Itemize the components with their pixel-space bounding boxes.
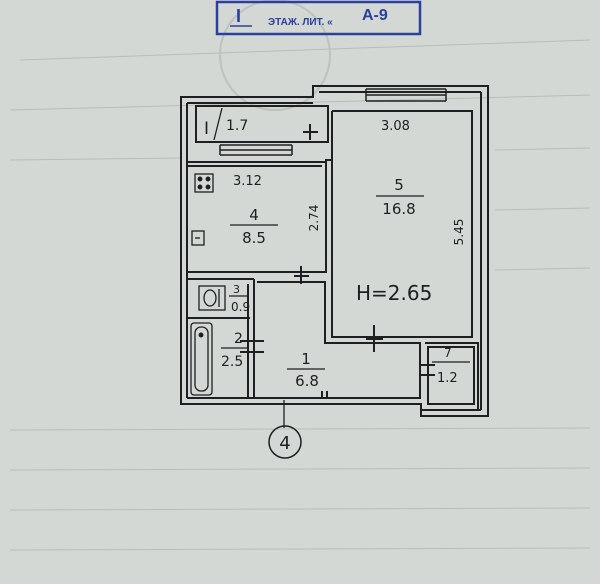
room-area-living: 16.8 bbox=[382, 200, 415, 218]
kitchen-length: 2.74 bbox=[307, 205, 321, 232]
stamp-label: ЭТАЖ. ЛИТ. « bbox=[268, 17, 333, 28]
toilet-icon bbox=[198, 285, 226, 311]
room-number-toilet: 3 bbox=[233, 283, 240, 296]
room-number-closet: 7 bbox=[444, 346, 452, 360]
room-area-kitchen: 8.5 bbox=[242, 229, 266, 247]
room-number-hall: 1 bbox=[301, 350, 311, 368]
stove-icon bbox=[194, 173, 214, 193]
room-area-balcony: 1.7 bbox=[226, 118, 248, 134]
living-width: 3.08 bbox=[381, 119, 410, 134]
background-form-lines bbox=[9, 39, 591, 551]
apartment-number-circle bbox=[268, 425, 302, 459]
ceiling-height: H=2.65 bbox=[356, 281, 432, 305]
room-area-closet: 1.2 bbox=[437, 371, 458, 386]
sink-icon bbox=[191, 230, 205, 246]
window-living bbox=[365, 88, 447, 102]
stamp: I ЭТАЖ. ЛИТ. « А-9 bbox=[215, 0, 422, 36]
walls bbox=[180, 85, 489, 417]
door-marks bbox=[240, 124, 435, 399]
bathtub-icon bbox=[190, 322, 213, 396]
window-kitchen bbox=[219, 144, 293, 156]
room-number-kitchen: 4 bbox=[249, 206, 259, 224]
room-area-bath: 2.5 bbox=[221, 354, 243, 370]
stamp-liter: А-9 bbox=[362, 7, 388, 24]
room-area-toilet: 0.9 bbox=[231, 300, 250, 314]
kitchen-width: 3.12 bbox=[233, 174, 262, 189]
room-number-balcony: I bbox=[204, 119, 209, 139]
apartment-number: 4 bbox=[279, 433, 290, 454]
background-seal-mark bbox=[219, 0, 331, 111]
room-number-bath: 2 bbox=[234, 331, 243, 347]
stamp-floor: I bbox=[236, 6, 241, 26]
living-length: 5.45 bbox=[452, 219, 466, 246]
room-area-hall: 6.8 bbox=[295, 372, 319, 390]
room-number-living: 5 bbox=[394, 176, 404, 194]
